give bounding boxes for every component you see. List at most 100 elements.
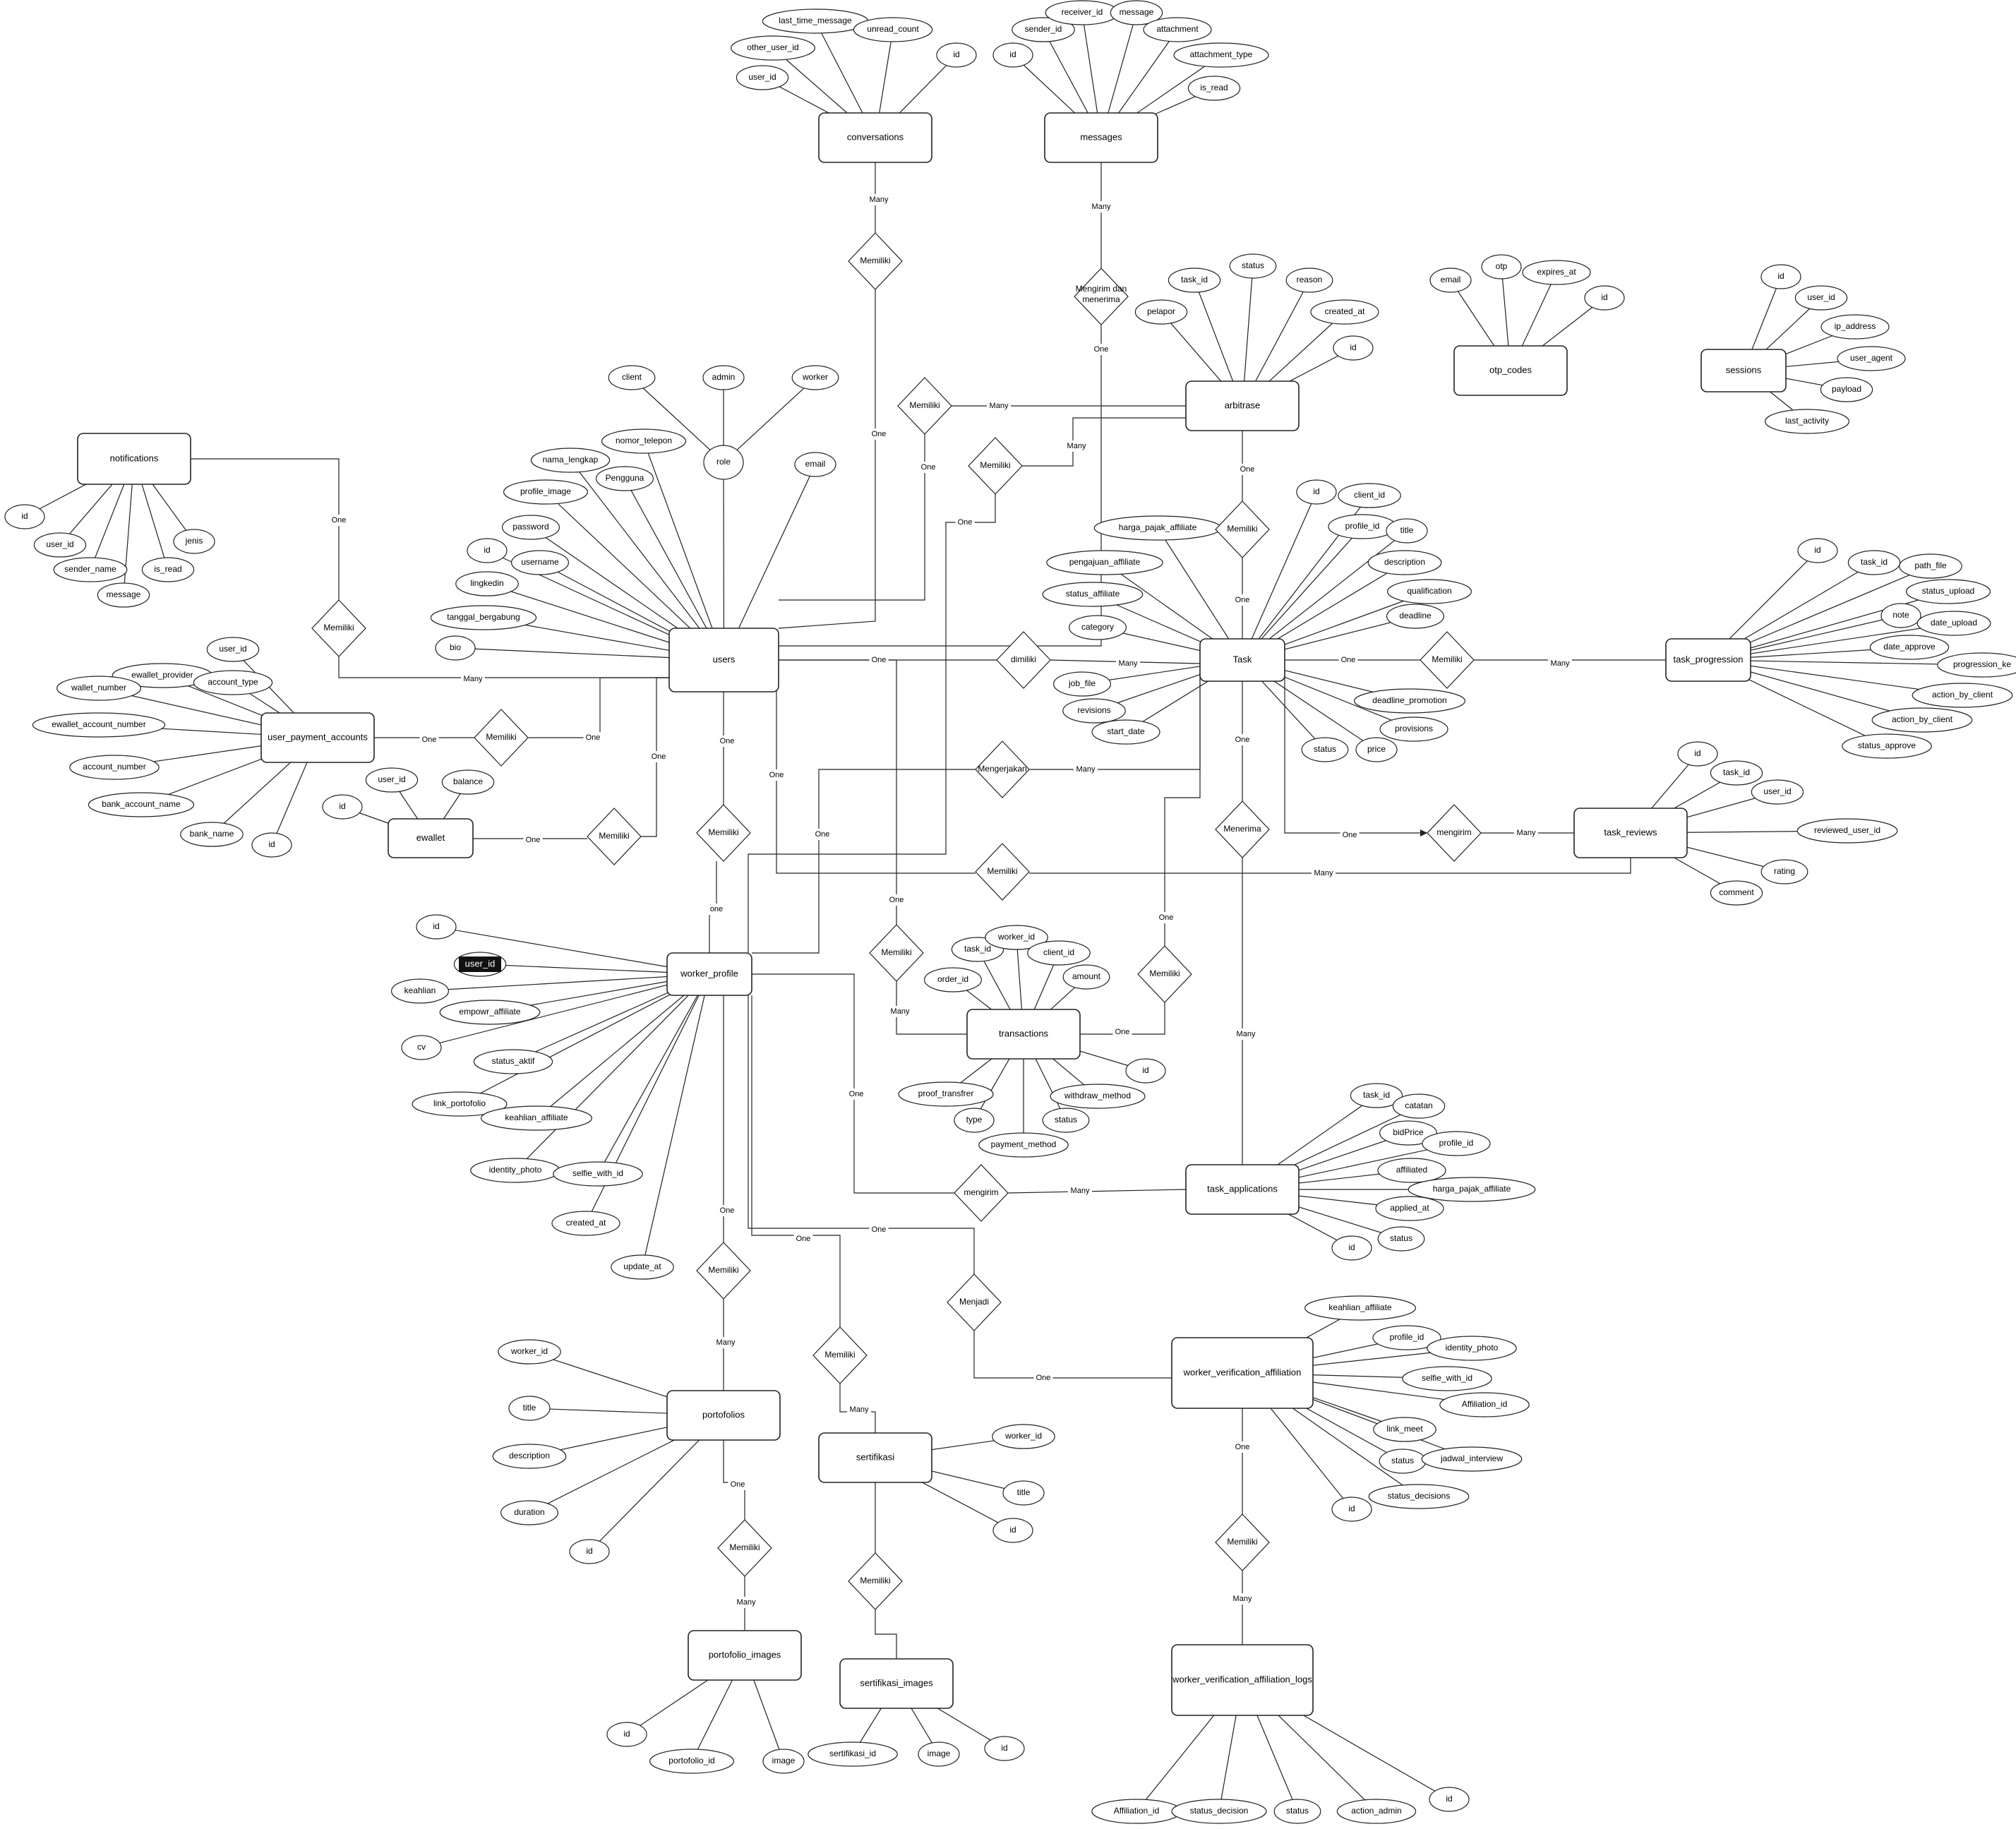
entity-label: otp_codes [1489, 364, 1532, 375]
attribute-reviewed-user-id [1796, 818, 1898, 844]
attribute-label: user_id [748, 72, 776, 82]
relationship-memiliki[interactable] [1215, 1513, 1270, 1571]
relationship-memiliki[interactable] [696, 804, 751, 862]
relationship-memiliki[interactable] [1215, 500, 1270, 558]
entity-label: portofolios [702, 1409, 745, 1420]
attribute-label: status [1055, 1115, 1077, 1125]
attribute-label: identity_photo [489, 1165, 542, 1175]
relationship-menjadi[interactable] [947, 1273, 1002, 1331]
attribute-label: withdraw_method [1064, 1091, 1131, 1101]
attribute-id [606, 1722, 647, 1747]
relationship-mengirim-dan-menerima[interactable] [1074, 268, 1129, 325]
attribute-label: id [1348, 1242, 1355, 1252]
cardinality-label: Many [1517, 829, 1536, 837]
relationship-link [779, 325, 1102, 647]
relationship-label: Memiliki [729, 1542, 760, 1552]
relationship-dimiliki[interactable] [996, 631, 1051, 689]
entity-users[interactable] [668, 628, 779, 692]
relationship-memiliki[interactable] [848, 232, 903, 290]
attribute-created-at [1310, 299, 1379, 325]
entity-notifications[interactable] [77, 433, 191, 485]
attribute-label: keahlian_affiliate [1328, 1302, 1392, 1312]
relationship-mengirim[interactable] [954, 1164, 1009, 1222]
attribute-harga-pajak-affiliate [1408, 1177, 1536, 1202]
relationship-label: Memiliki [1227, 1537, 1257, 1547]
attribute-identity-photo [1427, 1336, 1517, 1361]
relationship-label: Memiliki [980, 460, 1010, 470]
attribute-date-upload [1916, 611, 1991, 636]
relationship-memiliki[interactable] [975, 843, 1030, 901]
entity-otp-codes[interactable] [1453, 345, 1568, 396]
cardinality-label: One [1343, 831, 1357, 839]
cardinality-label: Many [1067, 442, 1086, 450]
attribute-bank-account-name [88, 792, 195, 817]
attribute-catatan [1392, 1093, 1446, 1119]
relationship-link [528, 677, 669, 738]
attribute-label: expires_at [1537, 267, 1576, 277]
attribute-pengajuan-affiliate [1046, 550, 1163, 575]
relationship-memiliki[interactable] [968, 437, 1023, 495]
relationship-memiliki[interactable] [897, 377, 952, 435]
relationship-menerima[interactable] [1215, 800, 1270, 858]
relationship-label: mengirim [1436, 827, 1471, 837]
entity-sessions[interactable] [1700, 349, 1787, 392]
entity-messages[interactable] [1044, 112, 1158, 163]
attribute-label: status_decisions [1388, 1491, 1451, 1501]
attribute-balance [441, 769, 495, 795]
attribute-worker-id [498, 1339, 561, 1365]
entity-worker-profile[interactable] [666, 952, 752, 996]
entity-ewallet[interactable] [388, 818, 474, 858]
relationship-memiliki[interactable] [311, 599, 366, 657]
cardinality-label: One [1036, 1374, 1051, 1382]
entity-sertifikasi-images[interactable] [839, 1658, 954, 1709]
entity-user-payment-accounts[interactable] [260, 712, 375, 763]
attribute-label: description [1384, 557, 1425, 567]
cardinality-label: One [332, 516, 347, 524]
entity-wval[interactable] [1171, 1644, 1314, 1716]
relationship-label: Memiliki [860, 1576, 890, 1585]
entity-transactions[interactable] [966, 1009, 1081, 1060]
relationship-memiliki[interactable] [474, 709, 529, 767]
relationship-memiliki[interactable] [717, 1519, 772, 1577]
relationship-memiliki[interactable] [1137, 945, 1192, 1003]
relationship-memiliki[interactable] [848, 1552, 903, 1610]
attribute-label: jadwal_interview [1440, 1453, 1503, 1463]
cardinality-label: Many [737, 1598, 756, 1607]
relationship-link [752, 973, 954, 1194]
entity-task-progression[interactable] [1665, 638, 1751, 682]
relationship-memiliki[interactable] [869, 924, 924, 982]
attribute-status-decision [1171, 1799, 1267, 1824]
attribute-label: identity_photo [1446, 1343, 1499, 1353]
attribute-label: id [1001, 1743, 1007, 1753]
attribute-label: ip_address [1835, 321, 1876, 331]
relationship-memiliki[interactable] [587, 808, 642, 865]
entity-arbitrase[interactable] [1185, 380, 1300, 431]
entity-label: worker_verification_affiliation_logs [1172, 1674, 1312, 1684]
attribute-label: created_at [566, 1218, 606, 1228]
attribute-label: email [1441, 275, 1461, 284]
attribute-id [416, 914, 457, 940]
attribute-wallet-number [56, 676, 142, 701]
attribute-label: payload [1832, 384, 1861, 394]
entity-conversations[interactable] [818, 112, 932, 163]
attribute-id [251, 832, 292, 858]
entity-portofolio-images[interactable] [688, 1630, 802, 1681]
relationship-mengerjakan[interactable] [975, 740, 1030, 798]
attribute-label: id [953, 49, 959, 59]
relationship-memiliki[interactable] [696, 1242, 751, 1300]
relationship-memiliki[interactable] [1420, 631, 1475, 689]
entity-task-reviews[interactable] [1573, 808, 1688, 858]
entity-sertifikasi[interactable] [818, 1432, 932, 1483]
attribute-unread-count [853, 17, 933, 42]
attribute-action-admin [1336, 1799, 1417, 1824]
entity-task-applications[interactable] [1185, 1164, 1300, 1215]
relationship-mengirim[interactable] [1427, 804, 1482, 862]
entity-portofolios[interactable] [666, 1390, 781, 1441]
entity-wva[interactable] [1171, 1337, 1314, 1409]
attribute-link-portofolio [412, 1091, 508, 1117]
cardinality-label: One [849, 1090, 864, 1098]
attribute-label: account_type [208, 677, 258, 687]
entity-Task[interactable] [1199, 638, 1285, 682]
attribute-label: action_by_client [1932, 690, 1993, 700]
relationship-memiliki[interactable] [812, 1326, 868, 1384]
